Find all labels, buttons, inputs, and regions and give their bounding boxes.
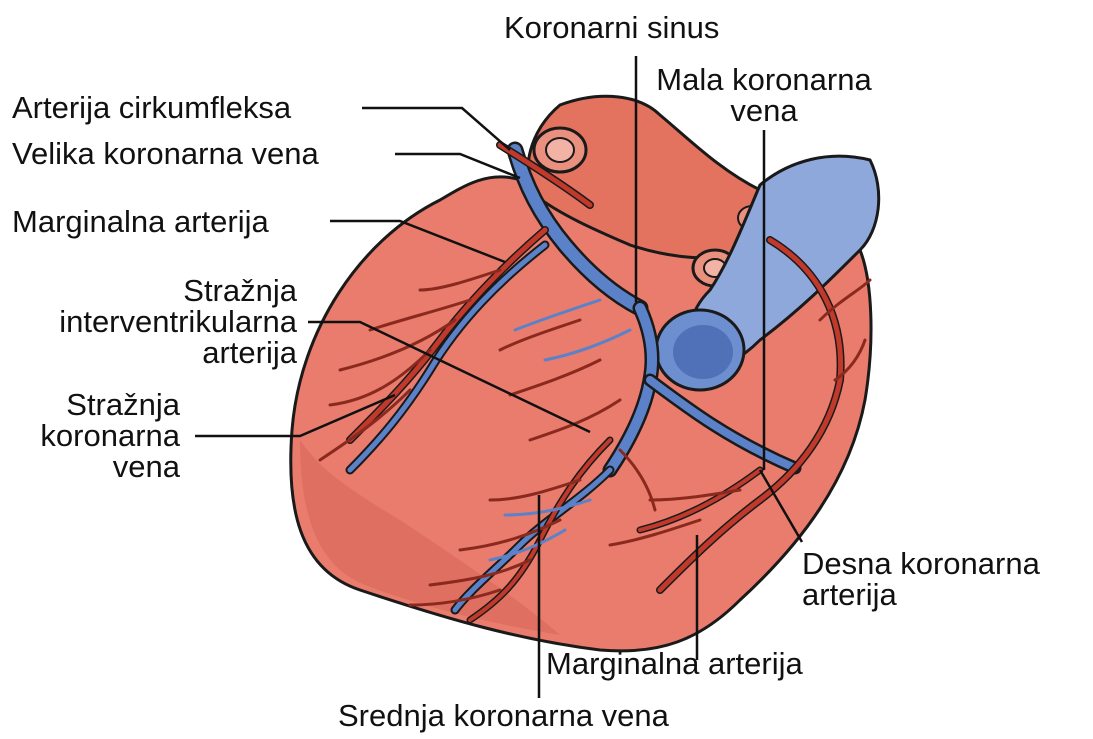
label-mala-koronarna-vena: Mala koronarna vena [648,64,880,126]
leader-arterija-cirkumfleksa [362,108,510,150]
label-straznja-interventrikularna-arterija: Stražnja interventrikularna arterija [12,275,297,368]
label-velika-koronarna-vena: Velika koronarna vena [12,138,319,169]
label-marginalna-arterija-left: Marginalna arterija [12,206,269,237]
leader-velika-koronarna-vena [395,154,520,178]
label-arterija-cirkumfleksa: Arterija cirkumfleksa [12,92,291,123]
label-straznja-koronarna-vena: Stražnja koronarna vena [20,389,180,482]
label-srednja-koronarna-vena: Srednja koronarna vena [338,700,669,731]
leader-desna-koronarna-arterija [760,470,802,542]
label-desna-koronarna-arterija: Desna koronarna arterija [802,548,1040,610]
label-koronarni-sinus: Koronarni sinus [504,12,719,43]
label-marginalna-arterija-right: Marginalna arterija [546,648,803,679]
leader-marginalna-arterija-left [330,221,505,262]
leader-straznja-koronarna-vena [195,395,395,436]
